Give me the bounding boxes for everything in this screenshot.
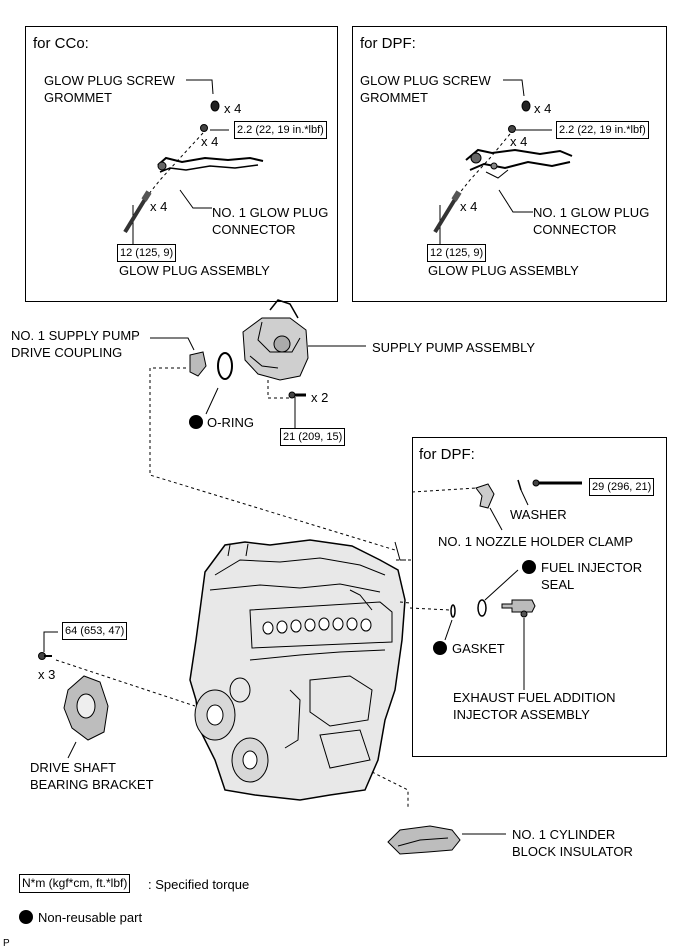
- oring-label: O-RING: [207, 415, 254, 430]
- cco-plug-torque: 12 (125, 9): [117, 244, 177, 262]
- dpf-nut-torque: 2.2 (22, 19 in.*lbf): [556, 121, 649, 139]
- dpf-plug-torque: 12 (125, 9): [427, 244, 487, 262]
- cco-grommet-qty: x 4: [224, 101, 242, 116]
- fuel-injector-seal-label: FUEL INJECTOR: [541, 560, 643, 575]
- cco-plug-qty: x 4: [150, 199, 168, 214]
- legend-nonreusable-desc: Non-reusable part: [38, 910, 143, 925]
- legend-torque-key: N*m (kgf*cm, ft.*lbf): [19, 874, 131, 893]
- insulator-label: NO. 1 CYLINDER: [512, 827, 616, 842]
- cco-nut-qty: x 4: [201, 134, 219, 149]
- dpf-grommet-qty: x 4: [534, 101, 552, 116]
- panel-dpf-top-title: for DPF:: [360, 35, 416, 52]
- pump-bolt-qty: x 2: [311, 390, 329, 405]
- page-code: P: [3, 938, 10, 949]
- engine-block: [189, 539, 406, 801]
- panel-cco-title: for CCo:: [33, 35, 89, 52]
- washer-label: WASHER: [510, 507, 567, 522]
- insulator-label-2: BLOCK INSULATOR: [512, 844, 633, 859]
- gasket-nonreusable-dot: [433, 641, 447, 655]
- bracket-label-2: BEARING BRACKET: [30, 777, 154, 792]
- gasket-label: GASKET: [452, 641, 505, 656]
- legend-torque-desc: : Specified torque: [148, 877, 250, 892]
- cylinder-insulator-parts: [371, 771, 506, 855]
- dpf-glow-plug-parts: [433, 79, 573, 244]
- fuel-injector-seal-label-2: SEAL: [541, 577, 575, 592]
- dpf-connector-label-2: CONNECTOR: [533, 222, 617, 237]
- cco-grommet-label: GLOW PLUG SCREW: [44, 73, 175, 88]
- injector-bolt-torque: 29 (296, 21): [589, 478, 655, 496]
- pump-torque: 21 (209, 15): [280, 428, 346, 446]
- injector-assembly-parts: [396, 479, 582, 690]
- bracket-label: DRIVE SHAFT: [30, 760, 116, 775]
- bearing-bracket-parts: [38, 631, 196, 759]
- dpf-grommet-label: GLOW PLUG SCREW: [360, 73, 491, 88]
- dpf-grommet-label-2: GROMMET: [360, 90, 428, 105]
- coupling-label-2: DRIVE COUPLING: [11, 345, 123, 360]
- dpf-connector-label: NO. 1 GLOW PLUG: [533, 205, 650, 220]
- bracket-torque: 64 (653, 47): [62, 622, 128, 640]
- bracket-bolt-qty: x 3: [38, 667, 56, 682]
- injector-label: EXHAUST FUEL ADDITION: [453, 690, 616, 705]
- dpf-nut-qty: x 4: [510, 134, 528, 149]
- cco-plug-label: GLOW PLUG ASSEMBLY: [119, 263, 270, 278]
- cco-connector-label-2: CONNECTOR: [212, 222, 296, 237]
- dpf-plug-label: GLOW PLUG ASSEMBLY: [428, 263, 579, 278]
- cco-glow-plug-parts: [123, 79, 264, 244]
- seal-nonreusable-dot: [522, 560, 536, 574]
- supply-pump-parts: [149, 299, 396, 551]
- injector-label-2: INJECTOR ASSEMBLY: [453, 707, 590, 722]
- cco-nut-torque: 2.2 (22, 19 in.*lbf): [234, 121, 327, 139]
- coupling-label: NO. 1 SUPPLY PUMP: [11, 328, 140, 343]
- legend-nonreusable-dot: [19, 910, 33, 924]
- supply-pump-label: SUPPLY PUMP ASSEMBLY: [372, 340, 536, 355]
- nozzle-clamp-label: NO. 1 NOZZLE HOLDER CLAMP: [438, 534, 634, 549]
- cco-connector-label: NO. 1 GLOW PLUG: [212, 205, 329, 220]
- dpf-plug-qty: x 4: [460, 199, 478, 214]
- oring-nonreusable-dot: [189, 415, 203, 429]
- cco-grommet-label-2: GROMMET: [44, 90, 112, 105]
- panel-cco: [25, 26, 338, 302]
- panel-dpf-top: [352, 26, 667, 302]
- panel-dpf-injector-title: for DPF:: [419, 446, 475, 463]
